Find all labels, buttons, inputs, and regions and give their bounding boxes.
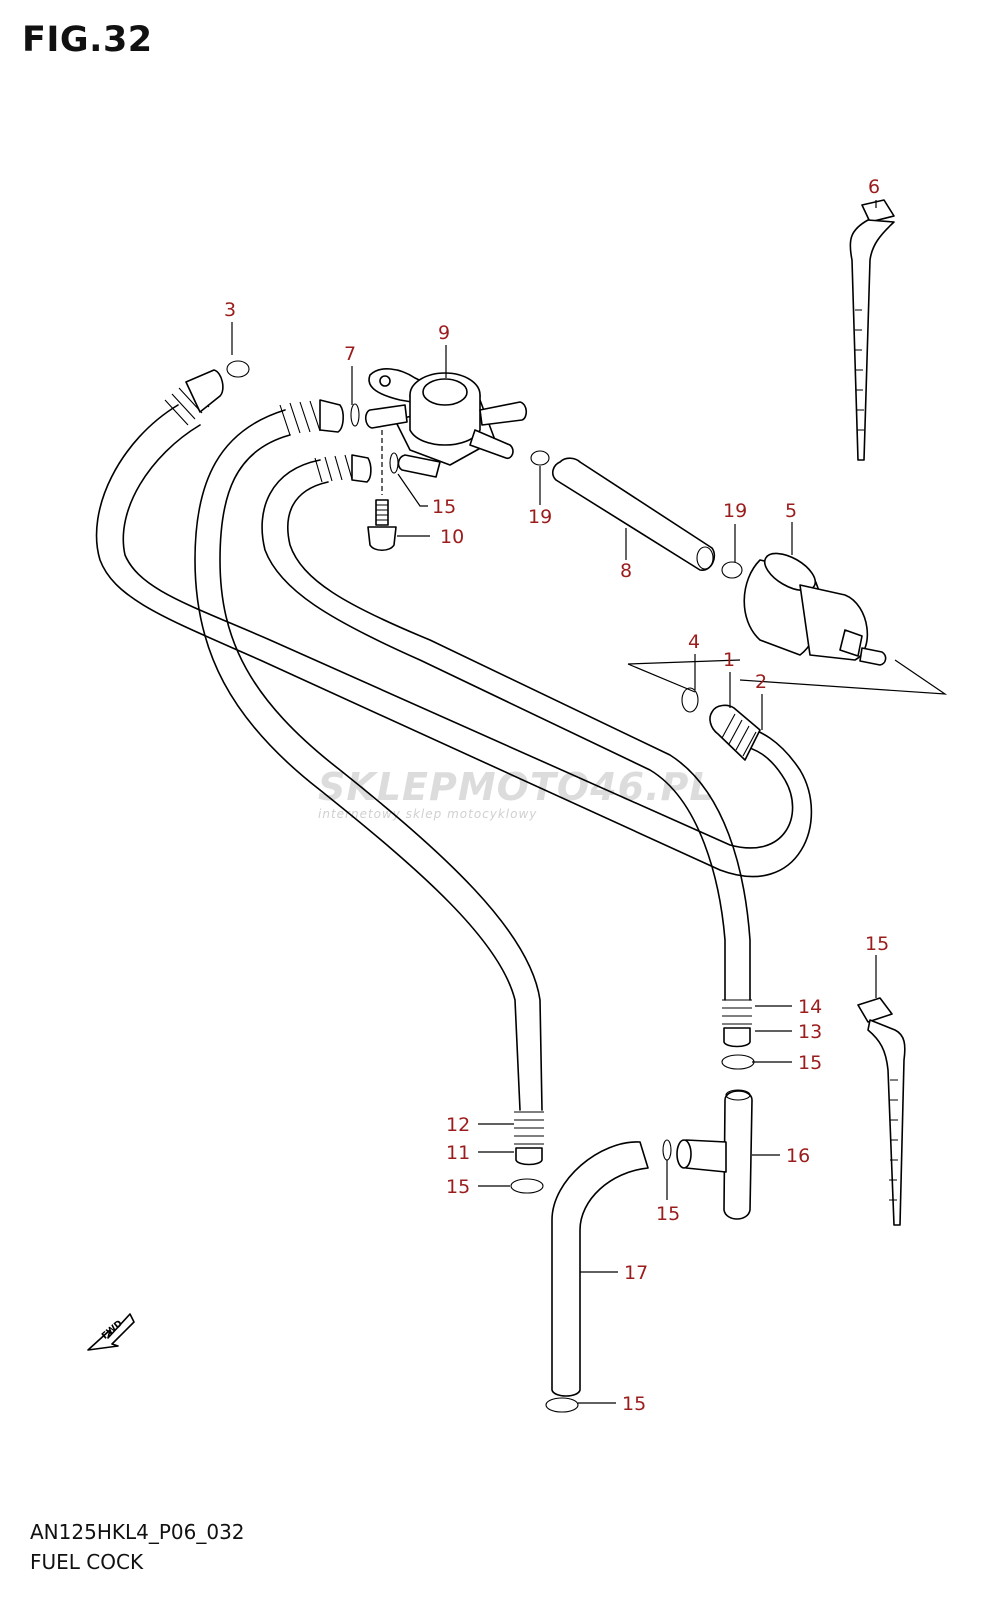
hose-middle [194, 399, 543, 1111]
hose-2-end [709, 704, 761, 761]
reference-lines [627, 659, 948, 695]
watermark-brand-c: .PL [645, 765, 715, 809]
callout-15-bottom: 15 [622, 1393, 646, 1415]
callout-14: 14 [798, 996, 822, 1018]
callout-10: 10 [440, 526, 464, 548]
t-joint-16 [676, 1089, 753, 1220]
callout-12: 12 [446, 1114, 470, 1136]
callout-15-cock: 15 [432, 496, 456, 518]
pipe-8 [551, 457, 716, 571]
callout-7: 7 [344, 343, 356, 365]
callout-19-left: 19 [528, 506, 552, 528]
hose-14-end [722, 999, 752, 1048]
clip-15-joint [662, 1139, 672, 1161]
fuel-filter-5 [743, 552, 887, 666]
figure-title: FIG.32 [22, 20, 153, 60]
callout-15-upper: 15 [798, 1052, 822, 1074]
bolt-10 [367, 430, 397, 552]
clips-fuel-cock [350, 403, 399, 474]
clip-15-lower-left [510, 1178, 544, 1194]
callout-2: 2 [755, 671, 767, 693]
watermark-brand-a: SKLEPMOTO [318, 765, 590, 809]
callout-numbers: 3 7 9 15 10 19 8 19 5 6 4 1 2 15 14 13 1… [224, 176, 889, 1415]
figure-code: AN125HKL4_P06_032 [30, 1520, 245, 1544]
clip-19-right [721, 561, 743, 579]
callout-19-right: 19 [723, 500, 747, 522]
hose-3-ribbing [164, 381, 210, 426]
watermark: SKLEPMOTO46.PL internetowy sklep motocyk… [318, 765, 715, 821]
hose-12-end [514, 1111, 544, 1166]
callout-11: 11 [446, 1142, 470, 1164]
hose-3 [95, 369, 813, 878]
callout-15-joint: 15 [656, 1203, 680, 1225]
callout-6: 6 [868, 176, 880, 198]
callout-15-lower-left: 15 [446, 1176, 470, 1198]
hose-17 [551, 1141, 649, 1397]
callout-17: 17 [624, 1262, 648, 1284]
clip-19-left [530, 450, 550, 466]
callout-5: 5 [785, 500, 797, 522]
callout-9: 9 [438, 322, 450, 344]
callout-8: 8 [620, 560, 632, 582]
fuel-cock-9 [364, 368, 528, 478]
callout-3: 3 [224, 299, 236, 321]
hose-inner [261, 454, 751, 1001]
leader-lines [231, 200, 877, 1404]
watermark-tagline: internetowy sklep motocyklowy [318, 807, 537, 821]
svg-text:SKLEPMOTO46.PL: SKLEPMOTO46.PL [318, 765, 715, 809]
callout-13: 13 [798, 1021, 822, 1043]
callout-18: 15 [865, 933, 889, 955]
callout-16: 16 [786, 1145, 810, 1167]
clip-3 [226, 360, 250, 378]
clip-15-bottom [545, 1397, 579, 1413]
callout-4: 4 [688, 631, 700, 653]
fwd-arrow-icon: FWD [87, 1313, 135, 1351]
figure-name: FUEL COCK [30, 1550, 144, 1574]
clip-15-upper [721, 1054, 755, 1070]
tie-band-18 [857, 997, 906, 1226]
watermark-brand-b: 46 [589, 765, 645, 809]
tie-band-6 [849, 199, 895, 461]
callout-1: 1 [723, 649, 735, 671]
clip-4 [681, 687, 699, 713]
